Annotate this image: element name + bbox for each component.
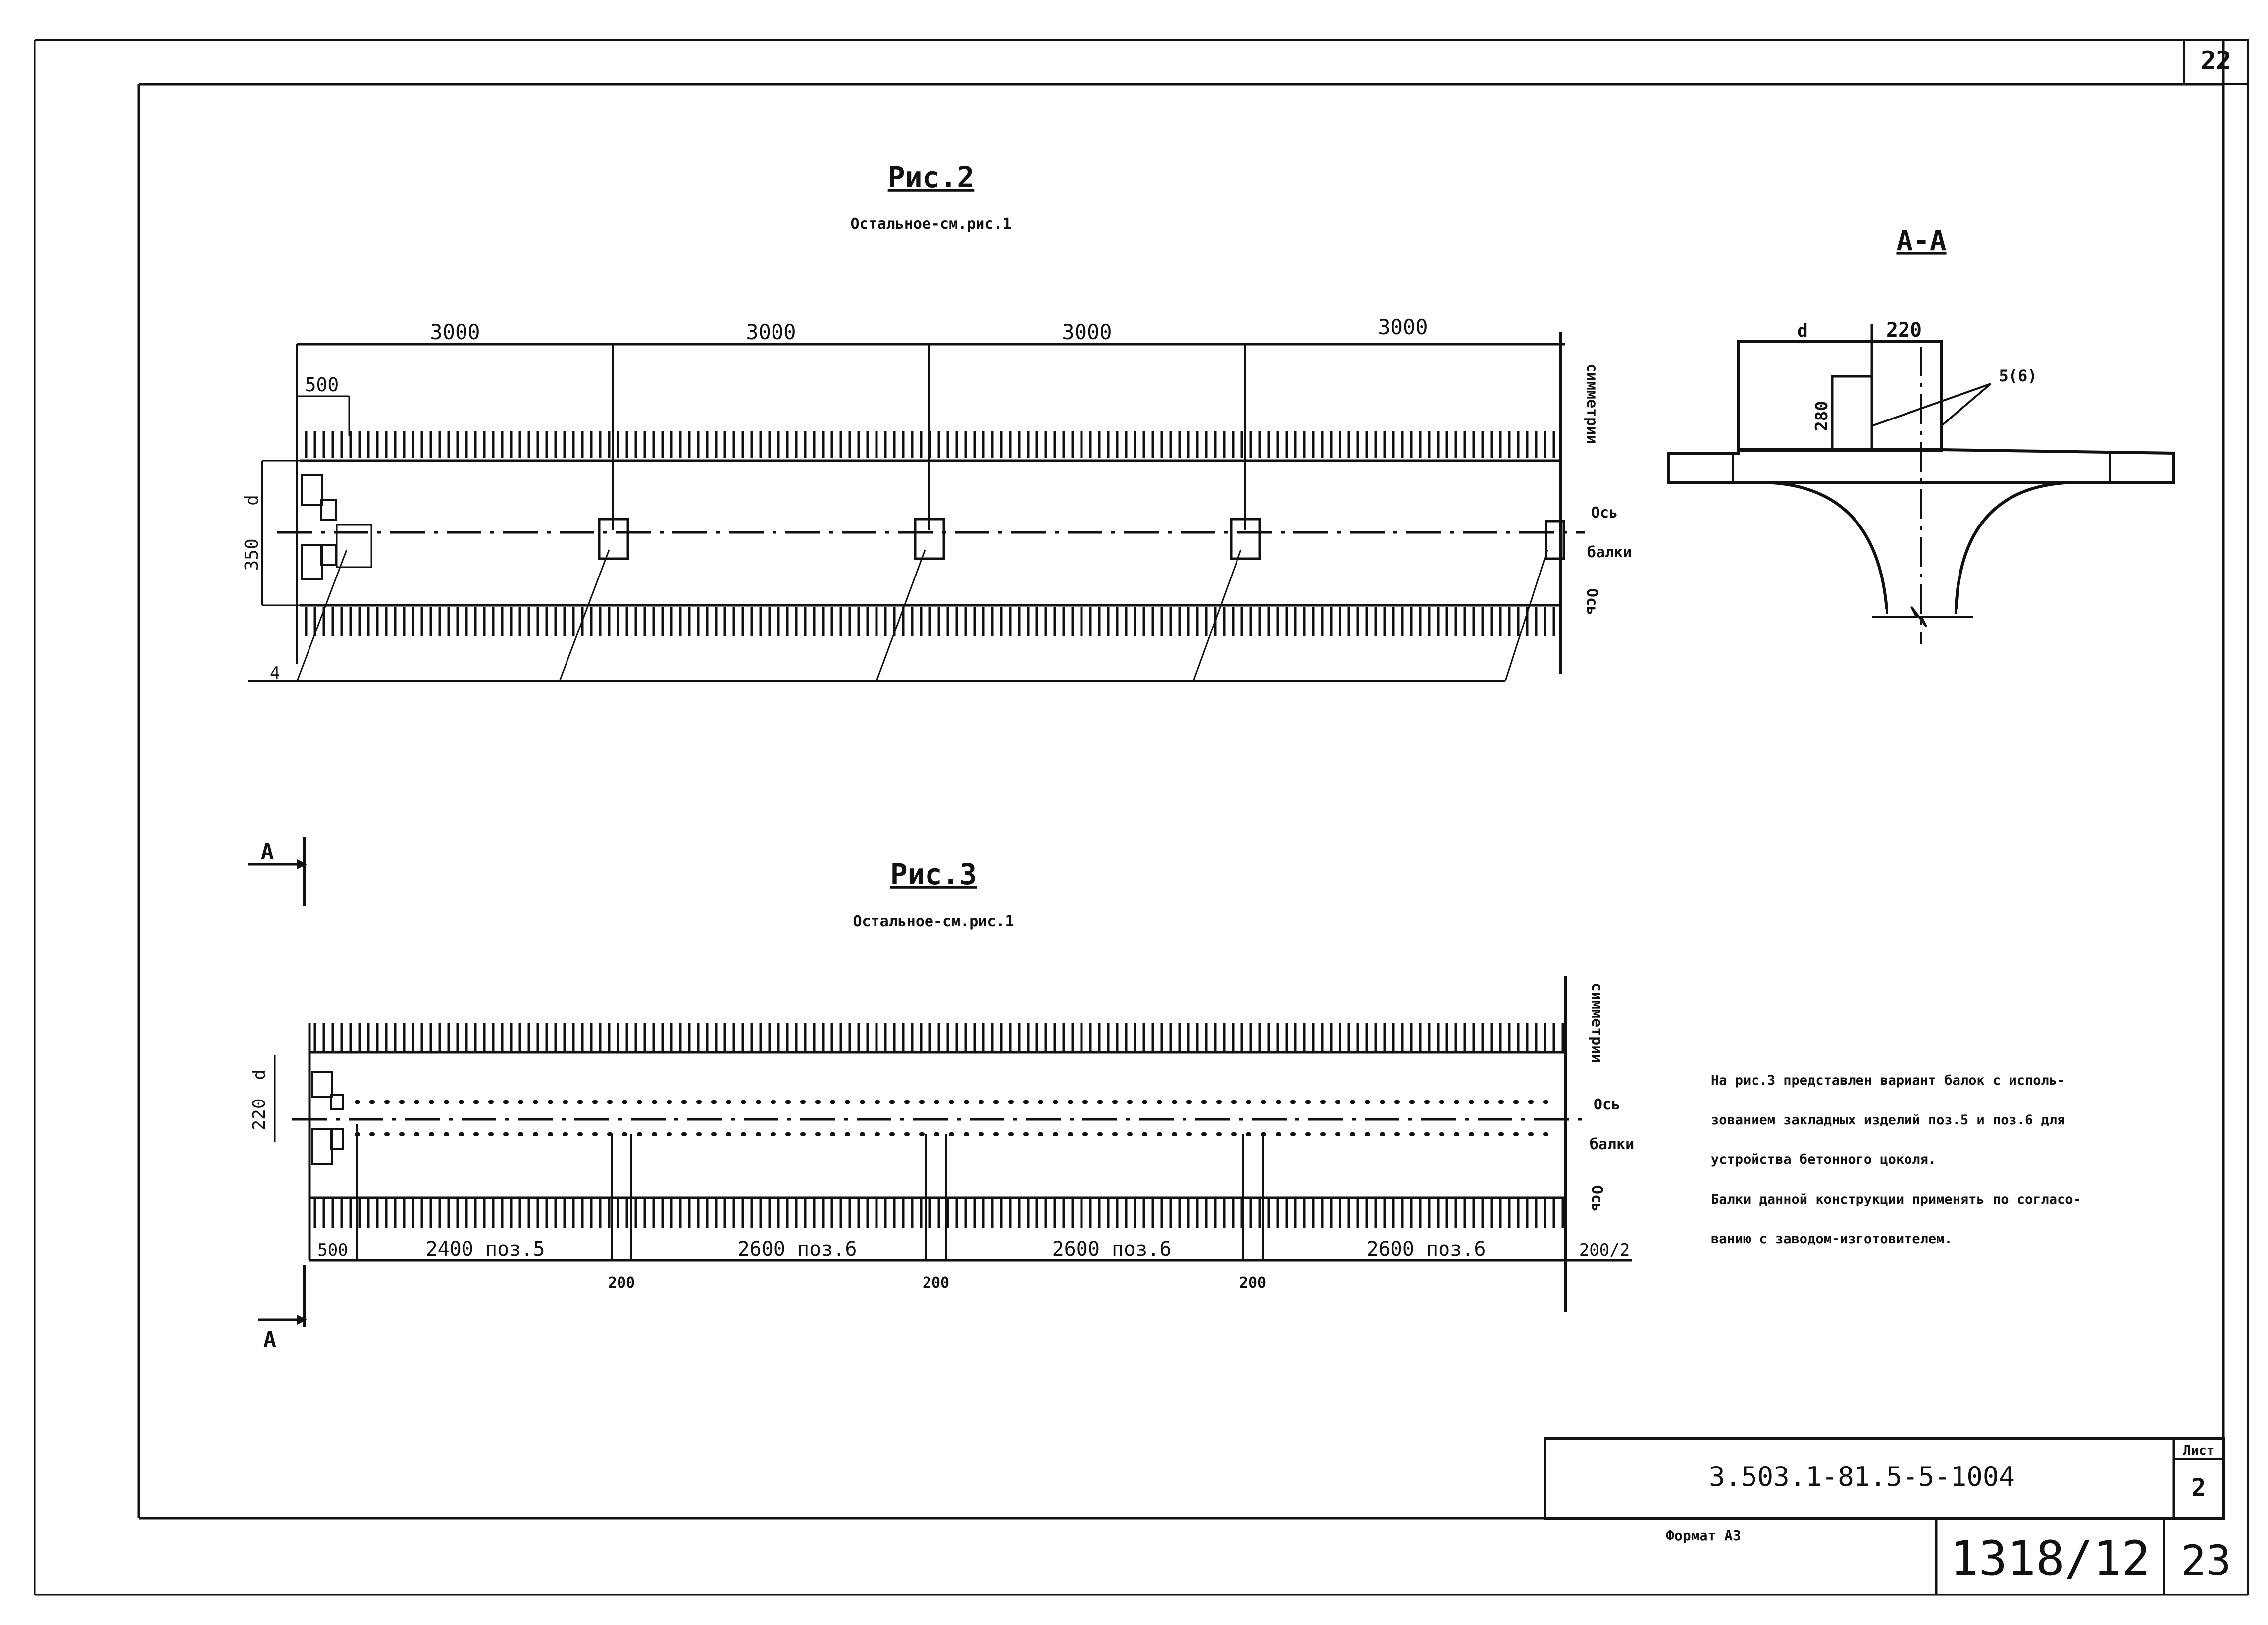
inner-frame	[137, 40, 2225, 1520]
figure-3: Рис.3 Остальное-см.рис.1 220 d 500 2400 …	[249, 857, 1634, 1312]
fig3-dim-4: 2600 поз.6	[1052, 1238, 1172, 1260]
cut-mark-top-letter: А	[261, 839, 274, 865]
format-label: Формат А3	[1666, 1527, 1741, 1544]
figure-3-title: Рис.3	[890, 857, 977, 891]
fig2-dim-500: 500	[305, 374, 339, 396]
fig3-dim-1: 500	[317, 1240, 348, 1260]
fig2-axis-os2: Ось	[1583, 588, 1600, 615]
fig2-dim-350: 350	[242, 538, 262, 571]
outer-frame	[34, 39, 2249, 1596]
fig2-bottom-hatch	[300, 607, 1560, 636]
fig3-gap-2: 200	[923, 1274, 949, 1292]
fig2-dim-d: d	[242, 495, 262, 506]
fig3-top-hatch	[309, 1023, 1565, 1051]
corner-sheet-box: 22	[2183, 39, 2249, 85]
sheet-label: Лист	[2183, 1443, 2215, 1458]
note-line-2: зованием закладных изделий поз.5 и поз.6…	[1711, 1112, 2065, 1128]
note-line-3: устройства бетонного цоколя.	[1711, 1152, 1936, 1167]
fig3-axis-os2: Ось	[1588, 1185, 1605, 1212]
fig2-dim-2: 3000	[746, 320, 796, 344]
drawing-code: 3.503.1-81.5-5-1004	[1709, 1461, 2015, 1492]
fig3-dim-5: 2600 поз.6	[1367, 1238, 1486, 1260]
section-dim-d: d	[1797, 321, 1808, 341]
footer: Формат А3 1318/12 23	[1666, 1518, 2231, 1595]
fig3-gap-1: 200	[608, 1274, 635, 1292]
section-a-a: А-А d 220 280 5(6)	[1667, 225, 2175, 644]
archive-stamp: 1318/12	[1950, 1531, 2151, 1586]
fig3-dim-3: 2600 поз.6	[738, 1238, 857, 1260]
fig2-dim-4: 3000	[1378, 315, 1428, 339]
notes: На рис.3 представлен вариант балок с исп…	[1711, 1073, 2081, 1247]
note-line-5: ванию с заводом-изготовителем.	[1711, 1231, 1953, 1247]
fig2-dim-1: 3000	[430, 320, 480, 344]
fig2-axis-beam: балки	[1587, 544, 1632, 561]
fig2-dim-3: 3000	[1062, 320, 1112, 344]
fig2-top-hatch	[300, 431, 1560, 458]
section-title: А-А	[1896, 225, 1946, 257]
fig2-axis-os: Ось	[1591, 504, 1618, 522]
section-dim-280: 280	[1812, 401, 1832, 431]
fig2-symmetry-label: симметрии	[1583, 364, 1600, 444]
fig3-axis-os: Ось	[1594, 1096, 1620, 1113]
fig3-dim-d: d	[249, 1069, 269, 1080]
figure-2-title: Рис.2	[888, 160, 975, 194]
figure-2-subtitle: Остальное-см.рис.1	[850, 215, 1011, 233]
page-number: 23	[2181, 1536, 2231, 1585]
sheet-value: 2	[2192, 1474, 2206, 1502]
cut-mark-top: А	[248, 837, 307, 906]
section-callout: 5(6)	[1999, 367, 2037, 385]
fig3-gap-3: 200	[1239, 1274, 1266, 1292]
corner-sheet-number: 22	[2201, 46, 2232, 76]
note-line-4: Балки данной конструкции применять по со…	[1711, 1192, 2081, 1207]
fig3-symmetry-label: симметрии	[1588, 983, 1605, 1063]
fig3-axis-beam: балки	[1590, 1136, 1634, 1153]
title-block: 3.503.1-81.5-5-1004 Лист 2	[1544, 1437, 2225, 1520]
section-dim-220: 220	[1886, 319, 1922, 342]
cut-mark-bottom-letter: А	[263, 1327, 277, 1353]
note-line-1: На рис.3 представлен вариант балок с исп…	[1711, 1073, 2065, 1088]
figure-2: Рис.2 Остальное-см.рис.1 3000 3000 3000 …	[242, 160, 1632, 683]
fig2-callout-4: 4	[270, 663, 280, 683]
cut-mark-bottom: А	[258, 1265, 307, 1353]
fig3-dim-220: 220	[249, 1098, 269, 1130]
fig3-dim-2: 2400 поз.5	[426, 1238, 545, 1260]
fig3-bottom-hatch	[309, 1199, 1565, 1228]
figure-3-subtitle: Остальное-см.рис.1	[853, 913, 1014, 930]
fig3-dim-6: 200/2	[1579, 1240, 1630, 1260]
